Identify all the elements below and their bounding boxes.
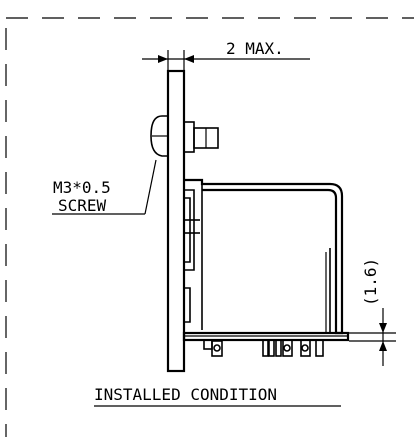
screw-leader: [52, 159, 157, 215]
top-dimension: [142, 50, 310, 71]
screw-label-line2: SCREW: [58, 196, 107, 215]
terminals: [203, 339, 324, 357]
base-plate: [182, 331, 350, 342]
caption: INSTALLED CONDITION: [94, 385, 277, 404]
dimension-label: 2 MAX.: [226, 39, 284, 58]
screw-label-line1: M3*0.5: [53, 178, 111, 197]
right-dimension: [349, 308, 396, 366]
vertical-dimension-label: (1.6): [361, 258, 380, 306]
mounting-panel: [166, 69, 186, 373]
screw: [150, 115, 219, 157]
component-body: [184, 178, 344, 335]
dashed-frame: [5, 17, 414, 437]
